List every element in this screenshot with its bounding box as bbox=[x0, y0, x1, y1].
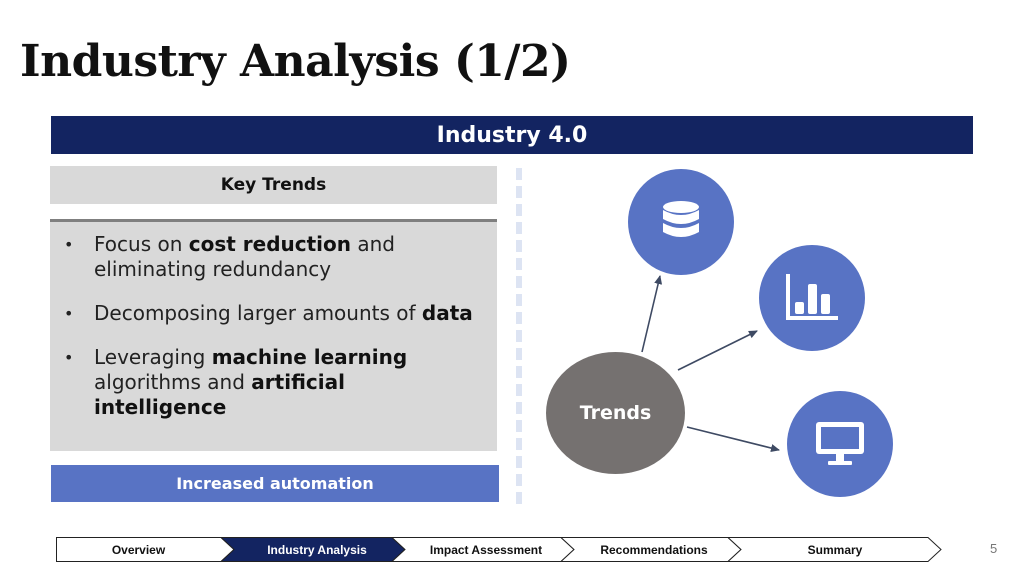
page-number: 5 bbox=[990, 541, 998, 556]
nav-item-overview[interactable]: Overview bbox=[111, 542, 166, 557]
nav-item-industry-analysis[interactable]: Industry Analysis bbox=[267, 542, 367, 557]
trend-item: • Decomposing larger amounts of data bbox=[64, 301, 477, 326]
trend-emphasis: data bbox=[421, 301, 473, 325]
dashed-divider bbox=[516, 168, 522, 504]
section-progress-nav: Overview Industry Analysis Impact Assess… bbox=[56, 537, 942, 562]
trend-text: and eliminating redundancy bbox=[94, 232, 395, 281]
arrow-to-chart bbox=[677, 330, 758, 371]
bullet-icon: • bbox=[64, 348, 74, 367]
trend-item: • Focus on cost reduction and eliminating… bbox=[64, 232, 477, 282]
nav-item-recommendations[interactable]: Recommendations bbox=[600, 542, 708, 557]
page-title: Industry Analysis (1/2) bbox=[20, 36, 571, 87]
chart-node bbox=[759, 245, 865, 351]
arrow-to-monitor bbox=[686, 426, 780, 452]
section-banner: Industry 4.0 bbox=[51, 116, 973, 154]
database-icon bbox=[663, 201, 699, 237]
database-node bbox=[628, 169, 734, 275]
key-trends-list: • Focus on cost reduction and eliminating… bbox=[50, 222, 497, 420]
bar-chart-icon bbox=[786, 274, 838, 320]
trend-emphasis: cost reduction bbox=[188, 232, 352, 256]
increased-automation-bar: Increased automation bbox=[51, 465, 499, 502]
monitor-icon bbox=[816, 422, 864, 465]
trend-item: • Leveraging machine learning algorithms … bbox=[64, 345, 477, 420]
trend-text: Leveraging bbox=[94, 345, 212, 369]
key-trends-list-panel: • Focus on cost reduction and eliminating… bbox=[50, 219, 497, 451]
trend-emphasis: machine learning bbox=[211, 345, 408, 369]
trend-emphasis: artificial intelligence bbox=[94, 370, 345, 419]
nav-chevrons bbox=[56, 537, 942, 562]
bullet-icon: • bbox=[64, 304, 74, 323]
nav-item-summary[interactable]: Summary bbox=[807, 542, 863, 557]
arrow-to-database bbox=[641, 275, 663, 353]
monitor-node bbox=[787, 391, 893, 497]
trend-text: algorithms and bbox=[94, 370, 252, 394]
trend-text: Decomposing larger amounts of bbox=[94, 301, 422, 325]
nav-item-impact-assessment[interactable]: Impact Assessment bbox=[429, 542, 543, 557]
trends-node: Trends bbox=[546, 352, 685, 474]
key-trends-header: Key Trends bbox=[50, 166, 497, 204]
bullet-icon: • bbox=[64, 235, 74, 254]
trend-text: Focus on bbox=[94, 232, 189, 256]
